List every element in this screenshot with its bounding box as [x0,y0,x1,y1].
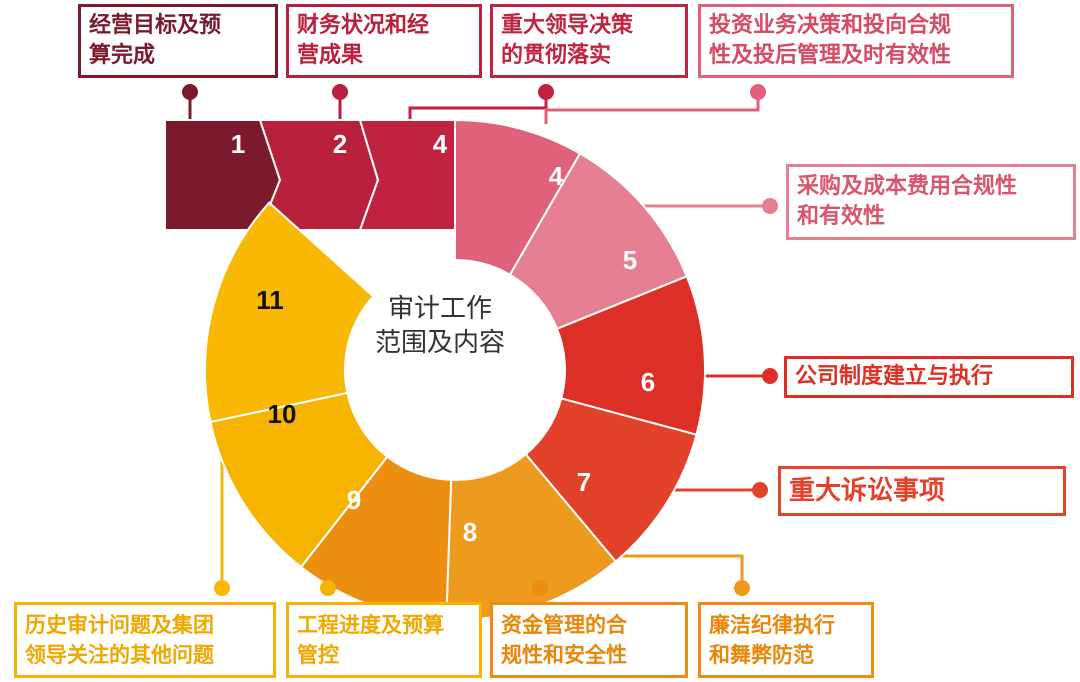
label-box-9-line2: 规性和安全性 [501,643,627,667]
connector-dot-c2 [332,84,348,100]
segment-number-s9: 9 [347,485,361,515]
center-title-line2: 范围及内容 [374,328,505,358]
connector-dot-c9 [532,580,548,596]
connector-dot-c7 [752,482,768,498]
label-box-8-line2: 和舞弊防范 [709,643,814,667]
connector-dot-c4a [538,84,554,100]
label-box-4b: 投资业务决策和投向合规性及投后管理及时有效性 [698,4,1014,78]
connector-dot-c6 [762,368,778,384]
segment-number-s10: 10 [268,399,297,429]
label-box-1-line2: 算完成 [89,43,156,68]
label-box-9-line1: 资金管理的合 [501,613,627,637]
label-box-6-line1: 公司制度建立与执行 [795,364,994,389]
label-box-4a: 重大领导决策的贯彻落实 [490,4,688,78]
segment-number-s6: 6 [641,367,655,397]
segment-number-s2: 2 [333,129,347,159]
connector-c4a [408,92,548,120]
label-box-6: 公司制度建立与执行 [784,356,1074,398]
center-title: 审计工作 范围及内容 [340,292,540,360]
connector-dot-c8 [734,580,750,596]
connector-c4b [544,92,760,124]
segment-number-s4b: 4 [549,161,564,191]
segment-number-s4a: 4 [433,129,448,159]
label-box-5: 采购及成本费用合规性和有效性 [786,164,1076,240]
label-box-4b-line1: 投资业务决策和投向合规 [709,13,952,38]
label-box-1-line1: 经营目标及预 [89,13,222,38]
segment-number-s1: 1 [231,129,245,159]
label-box-8: 廉洁纪律执行和舞弊防范 [698,602,874,678]
label-box-10: 工程进度及预算管控 [286,602,482,678]
label-box-11-line1: 历史审计问题及集团 [25,613,214,637]
label-box-11-line2: 领导关注的其他问题 [25,643,214,667]
label-box-10-line1: 工程进度及预算 [297,613,444,637]
label-box-2-line2: 营成果 [297,43,364,68]
label-box-9: 资金管理的合规性和安全性 [490,602,688,678]
label-box-4a-line1: 重大领导决策 [501,13,634,38]
segment-number-s5: 5 [623,245,637,275]
label-box-11: 历史审计问题及集团领导关注的其他问题 [14,602,276,678]
segment-number-s8: 8 [463,517,477,547]
segment-number-s7: 7 [577,467,591,497]
label-box-5-line2: 和有效性 [797,204,886,229]
label-box-1: 经营目标及预算完成 [78,4,278,78]
label-box-10-line2: 管控 [297,643,339,667]
label-box-5-line1: 采购及成本费用合规性 [797,174,1018,199]
connector-dot-c5 [762,198,778,214]
connector-dots [182,84,778,596]
segment-s4a [358,119,472,231]
connector-dot-c4b [750,84,766,100]
label-box-4b-line2: 性及投后管理及时有效性 [709,43,952,68]
label-box-7-line1: 重大诉讼事项 [789,476,946,506]
center-title-line1: 审计工作 [387,294,492,324]
label-box-2-line1: 财务状况和经 [297,13,430,38]
label-box-7: 重大诉讼事项 [778,466,1066,516]
segment-number-s11: 11 [256,285,284,315]
label-box-2: 财务状况和经营成果 [286,4,482,78]
connector-dot-c1 [182,84,198,100]
connector-dot-c10 [320,580,336,596]
segment-numbers: 1 2 4 4 5 6 7 8 9 10 11 [231,129,655,547]
segments [164,118,706,621]
label-box-4a-line2: 的贯彻落实 [501,43,612,68]
center-circle [345,260,565,480]
connector-dot-c11 [214,580,230,596]
label-box-8-line1: 廉洁纪律执行 [709,613,835,637]
